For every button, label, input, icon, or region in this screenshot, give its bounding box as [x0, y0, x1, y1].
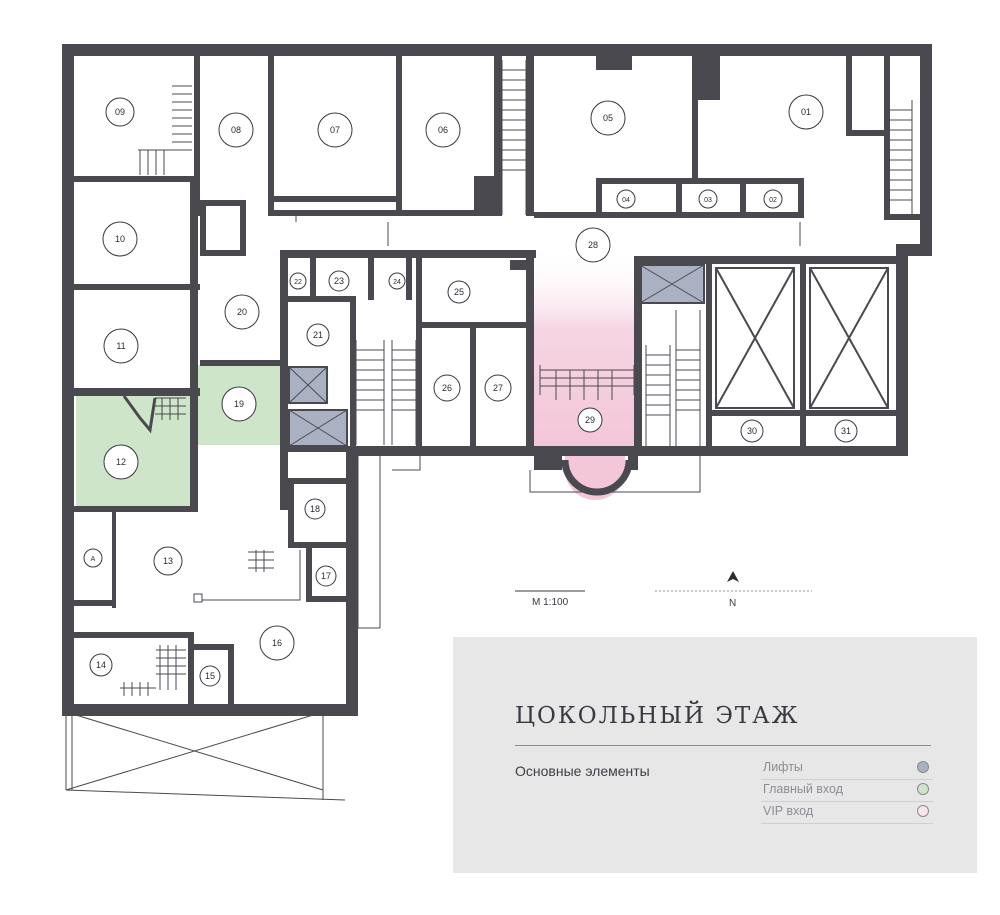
room-29-marker — [577, 407, 603, 433]
room-01-label: 01 — [801, 107, 811, 117]
room-07-label: 07 — [330, 125, 340, 135]
room-A-label: A — [91, 556, 96, 563]
room-19-label: 19 — [234, 399, 244, 409]
room-17-label: 17 — [321, 571, 331, 581]
room-03-label: 03 — [704, 197, 712, 204]
legend-item-main-entrance: Главный вход — [761, 779, 933, 802]
legend-panel: ЦОКОЛЬНЫЙ ЭТАЖ Основные элементы Лифты Г… — [453, 637, 977, 873]
room-18-marker — [304, 498, 326, 520]
room-08-marker — [218, 112, 254, 148]
room-23-marker — [328, 270, 350, 292]
room-06-marker — [425, 112, 461, 148]
room-13-marker — [153, 546, 183, 576]
legend-label: Главный вход — [763, 782, 844, 796]
room-19-marker — [221, 386, 257, 422]
room-12-marker — [103, 444, 139, 480]
room-01-marker — [788, 94, 824, 130]
room-13-label: 13 — [163, 556, 173, 566]
room-02-marker — [763, 189, 783, 209]
room-11-label: 11 — [116, 341, 125, 351]
room-22-marker — [289, 272, 307, 290]
legend-item-elevators: Лифты — [761, 757, 933, 780]
room-10-marker — [102, 221, 138, 257]
room-27-label: 27 — [493, 383, 503, 393]
room-05-label: 05 — [603, 113, 613, 123]
room-08-label: 08 — [231, 125, 241, 135]
legend-swatch — [917, 805, 929, 817]
room-26-marker — [433, 374, 461, 402]
room-12-label: 12 — [116, 457, 126, 467]
legend-label: Лифты — [763, 760, 803, 774]
room-16-label: 16 — [272, 638, 282, 648]
room-25-marker — [447, 280, 471, 304]
legend-swatch — [917, 761, 929, 773]
legend-label: VIP вход — [763, 804, 814, 818]
room-27-marker — [484, 374, 512, 402]
north-label: N — [729, 598, 737, 609]
room-09-label: 09 — [115, 107, 125, 117]
room-18-label: 18 — [310, 504, 320, 514]
room-05-marker — [590, 100, 626, 136]
room-02-label: 02 — [769, 197, 777, 204]
room-20-label: 20 — [237, 307, 247, 317]
room-15-label: 15 — [205, 671, 215, 681]
room-A-marker — [83, 548, 103, 568]
floor-title: ЦОКОЛЬНЫЙ ЭТАЖ — [515, 703, 800, 729]
walls — [62, 44, 932, 716]
room-21-marker — [306, 323, 330, 347]
room-21-label: 21 — [313, 330, 323, 340]
room-07-marker — [317, 112, 353, 148]
room-28-label: 28 — [588, 240, 598, 250]
room-29-label: 29 — [585, 415, 595, 425]
room-16-marker — [259, 625, 295, 661]
room-03-marker — [698, 189, 718, 209]
room-28-marker — [575, 227, 611, 263]
room-labels: 09 08 07 06 05 01 04 03 02 10 28 22 23 24 25 20 21 11 26 27… — [83, 94, 858, 687]
room-04-marker — [616, 189, 636, 209]
room-10-label: 10 — [115, 234, 125, 244]
legend-item-vip-entrance: VIP вход — [761, 801, 933, 824]
room-24-marker — [388, 272, 406, 290]
room-09-marker — [105, 97, 135, 127]
title-divider — [515, 745, 931, 746]
room-31-label: 31 — [841, 426, 851, 436]
room-14-marker — [89, 653, 113, 677]
room-04-label: 04 — [622, 197, 630, 204]
room-23-label: 23 — [334, 276, 344, 286]
room-31-marker — [834, 419, 858, 443]
legend-subtitle: Основные элементы — [515, 763, 650, 779]
room-06-label: 06 — [438, 125, 448, 135]
room-26-label: 26 — [442, 383, 452, 393]
room-22-label: 22 — [294, 279, 302, 286]
room-30-marker — [740, 419, 764, 443]
room-30-label: 30 — [747, 426, 757, 436]
scale-label: М 1:100 — [532, 597, 569, 608]
room-14-label: 14 — [96, 660, 106, 670]
room-25-label: 25 — [454, 287, 464, 297]
north-arrow-icon — [727, 571, 739, 582]
room-20-marker — [224, 294, 260, 330]
room-11-marker — [103, 328, 139, 364]
room-15-marker — [199, 665, 221, 687]
room-24-label: 24 — [393, 279, 401, 286]
legend-swatch — [917, 783, 929, 795]
room-17-marker — [315, 565, 337, 587]
